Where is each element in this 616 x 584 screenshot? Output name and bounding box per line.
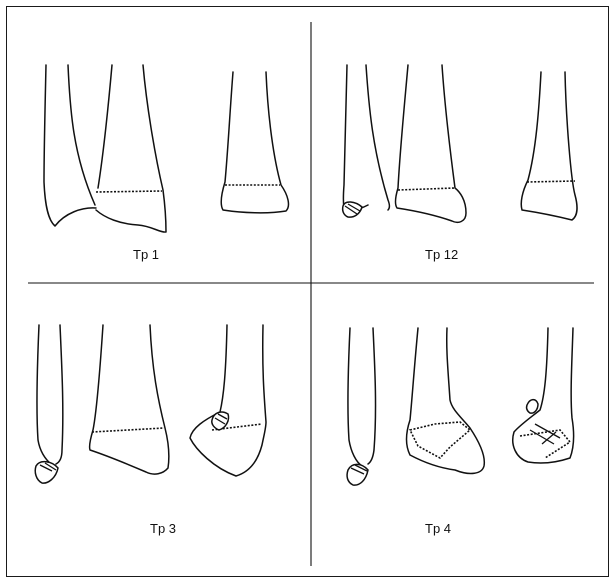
- lateral-tibia-outline: [221, 72, 288, 213]
- malleolus-fragment: [347, 464, 368, 485]
- lateral-fracture-line: [527, 181, 575, 182]
- fibula-outline: [37, 325, 63, 465]
- panel-tp4-drawing: [347, 328, 574, 485]
- panel-label-tp12: Tp 12: [425, 247, 458, 262]
- epiphysis-fracture-line: [398, 188, 455, 190]
- panel-label-tp3: Tp 3: [150, 521, 176, 536]
- epiphysis-fracture-line: [96, 191, 162, 192]
- lateral-tibia-outline: [521, 72, 577, 220]
- lateral-fragment: [527, 400, 538, 414]
- tibia-outline: [96, 65, 166, 232]
- panel-tp12-drawing: [343, 65, 577, 222]
- panel-label-tp1: Tp 1: [133, 247, 159, 262]
- panel-label-tp4: Tp 4: [425, 521, 451, 536]
- malleolus-fragment: [343, 202, 362, 217]
- fibula-outline: [343, 65, 389, 212]
- tibia-outline: [396, 65, 466, 222]
- fibula-inner-line: [68, 65, 95, 205]
- panel-tp3-drawing: [35, 325, 266, 483]
- epiphysis-fracture-line: [410, 422, 470, 458]
- lateral-tibia-outline: [190, 325, 266, 476]
- lateral-fracture-line: [520, 430, 570, 458]
- fibula-outline: [348, 328, 376, 466]
- tibia-outline: [90, 325, 169, 474]
- panel-tp1-drawing: [44, 65, 288, 232]
- malleolus-fragment: [35, 462, 58, 483]
- tibia-outline: [407, 328, 485, 473]
- epiphysis-fracture-line: [92, 428, 164, 432]
